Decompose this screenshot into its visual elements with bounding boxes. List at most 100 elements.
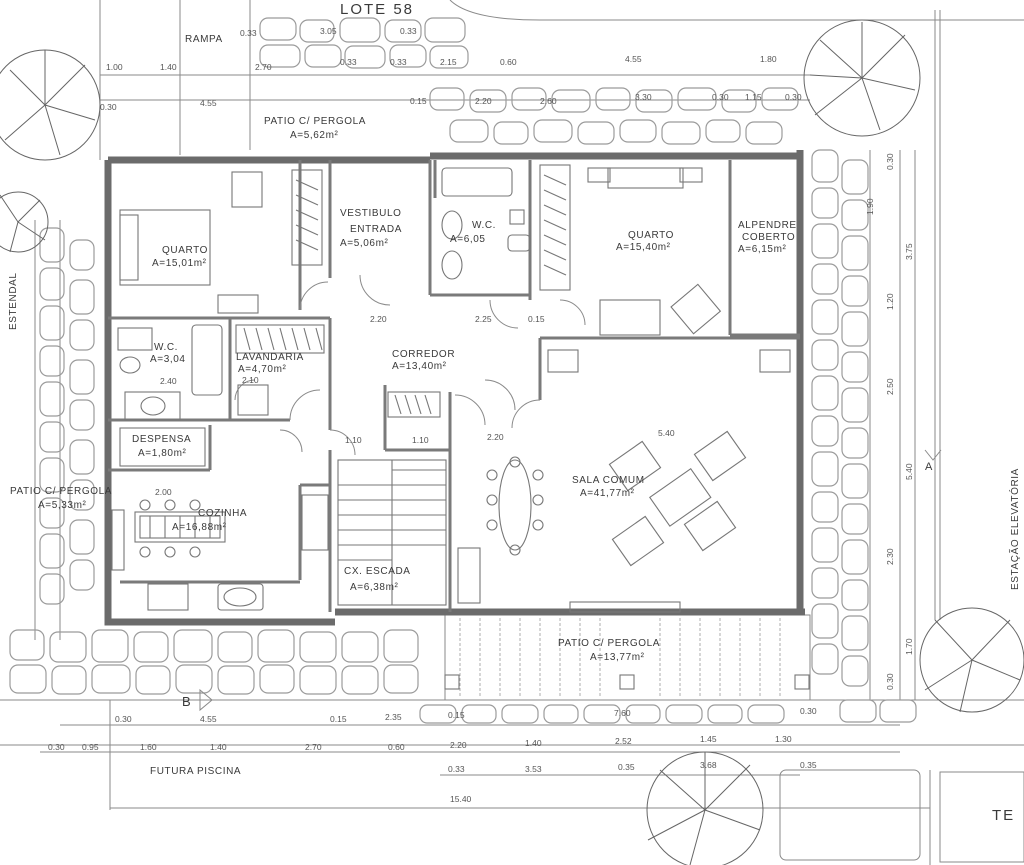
dim-bot2-3: 1.60 bbox=[140, 742, 157, 752]
furniture bbox=[111, 164, 791, 613]
dim-int-6: 5.40 bbox=[658, 428, 675, 438]
room-wc-2-area: A=3,04 bbox=[150, 354, 186, 365]
lot-label: LOTE 58 bbox=[340, 1, 414, 18]
room-corredor-area: A=13,40m² bbox=[392, 361, 447, 372]
tree-icon-topleft bbox=[0, 49, 101, 161]
dim-bot2-1: 0.30 bbox=[48, 742, 65, 752]
dim-int-9: 1.10 bbox=[412, 435, 429, 445]
dim-topsmall-2: 3.05 bbox=[320, 26, 337, 36]
dimension-lines bbox=[34, 74, 930, 809]
tree-icon-bottom bbox=[646, 751, 764, 865]
dim-right-1: 0.30 bbox=[885, 153, 895, 170]
dim-overall: 15.40 bbox=[450, 794, 472, 804]
room-sala-area: A=41,77m² bbox=[580, 488, 635, 499]
dim-top2-3: 0.15 bbox=[410, 96, 427, 106]
dim-top-9: 1.80 bbox=[760, 54, 777, 64]
dim-bot3-5: 0.35 bbox=[800, 760, 817, 770]
rampa-label: RAMPA bbox=[185, 34, 223, 45]
room-vestibulo-area: A=5,06m² bbox=[340, 238, 389, 249]
dim-int-1: 2.20 bbox=[370, 314, 387, 324]
dim-bot2-9: 2.52 bbox=[615, 736, 632, 746]
dim-right-6: 5.40 bbox=[904, 463, 914, 480]
patio-left-area: A=5,33m² bbox=[38, 500, 87, 511]
room-quarto-1-name: QUARTO bbox=[162, 245, 208, 256]
dim-top2-4: 2.20 bbox=[475, 96, 492, 106]
room-escada-name: CX. ESCADA bbox=[344, 566, 411, 577]
estendal-label: ESTENDAL bbox=[8, 272, 19, 330]
dim-right-3: 1.20 bbox=[885, 293, 895, 310]
room-sala-name: SALA COMUM bbox=[572, 475, 645, 486]
dim-top-8: 4.55 bbox=[625, 54, 642, 64]
tree-icon-bottomright bbox=[919, 607, 1024, 713]
dim-int-7: 2.20 bbox=[487, 432, 504, 442]
dim-bot2-5: 2.70 bbox=[305, 742, 322, 752]
dim-top2-9: 0.30 bbox=[785, 92, 802, 102]
futura-piscina-label: FUTURA PISCINA bbox=[150, 766, 241, 777]
dim-right-8: 0.30 bbox=[885, 673, 895, 690]
room-quarto-1-area: A=15,01m² bbox=[152, 258, 207, 269]
dim-int-3: 0.15 bbox=[528, 314, 545, 324]
patio-bottom-name: PATIO C/ PERGOLA bbox=[558, 638, 660, 649]
room-wc-2-name: W.C. bbox=[154, 342, 178, 353]
dim-bot-1: 0.30 bbox=[115, 714, 132, 724]
dim-top-2: 1.40 bbox=[160, 62, 177, 72]
patio-bottom-area: A=13,77m² bbox=[590, 652, 645, 663]
dim-top-4: 0.33 bbox=[340, 57, 357, 67]
dim-bot2-2: 0.95 bbox=[82, 742, 99, 752]
dim-top2-1: 0.30 bbox=[100, 102, 117, 112]
dim-bot-5: 0.15 bbox=[448, 710, 465, 720]
room-escada-area: A=6,38m² bbox=[350, 582, 399, 593]
patio-left-name: PATIO C/ PERGOLA bbox=[10, 486, 112, 497]
dim-top-1: 1.00 bbox=[106, 62, 123, 72]
dim-bot-3: 0.15 bbox=[330, 714, 347, 724]
dim-bot2-7: 2.20 bbox=[450, 740, 467, 750]
dim-bot-4: 2.35 bbox=[385, 712, 402, 722]
dim-bot2-8: 1.40 bbox=[525, 738, 542, 748]
dim-topsmall-1: 0.33 bbox=[240, 28, 257, 38]
dim-right-9: 1.90 bbox=[865, 198, 875, 215]
dim-right-5: 2.30 bbox=[885, 548, 895, 565]
dim-bot3-1: 0.33 bbox=[448, 764, 465, 774]
svg-text:B: B bbox=[182, 694, 191, 709]
dim-top2-7: 0.30 bbox=[712, 92, 729, 102]
dim-bot2-4: 1.40 bbox=[210, 742, 227, 752]
walls bbox=[104, 150, 805, 626]
dim-top2-2: 4.55 bbox=[200, 98, 217, 108]
dim-top2-6: 3.30 bbox=[635, 92, 652, 102]
svg-text:A: A bbox=[925, 461, 933, 473]
dim-top2-5: 2.60 bbox=[540, 96, 557, 106]
room-quarto-2-name: QUARTO bbox=[628, 230, 674, 241]
dim-top-7: 0.60 bbox=[500, 57, 517, 67]
room-quarto-2-area: A=15,40m² bbox=[616, 242, 671, 253]
dim-topsmall-3: 0.33 bbox=[400, 26, 417, 36]
room-alpendre-name2: COBERTO bbox=[742, 232, 795, 243]
room-despensa-name: DESPENSA bbox=[132, 434, 191, 445]
room-wc-1-name: W.C. bbox=[472, 220, 496, 231]
room-vestibulo-name: VESTIBULO bbox=[340, 208, 402, 219]
tree-icon-topright bbox=[803, 19, 921, 137]
dim-bot3-2: 3.53 bbox=[525, 764, 542, 774]
dim-top-3: 2.70 bbox=[255, 62, 272, 72]
patio-top-area: A=5,62m² bbox=[290, 130, 339, 141]
room-wc-1-area: A=6,05 bbox=[450, 234, 486, 245]
stone-paving bbox=[9, 17, 917, 724]
patio-top-name: PATIO C/ PERGOLA bbox=[264, 116, 366, 127]
dim-bot2-6: 0.60 bbox=[388, 742, 405, 752]
dim-right-2: 3.75 bbox=[904, 243, 914, 260]
dim-int-2: 2.25 bbox=[475, 314, 492, 324]
dim-top2-8: 1.15 bbox=[745, 92, 762, 102]
dim-top-5: 0.33 bbox=[390, 57, 407, 67]
dim-int-8: 1.10 bbox=[345, 435, 362, 445]
room-alpendre-area: A=6,15m² bbox=[738, 244, 787, 255]
room-cozinha-area: A=16,88m² bbox=[172, 522, 227, 533]
dim-int-5: 2.10 bbox=[242, 375, 259, 385]
dim-bot-6: 7.60 bbox=[614, 708, 631, 718]
room-alpendre-name: ALPENDRE bbox=[738, 220, 797, 231]
dim-bot3-4: 3.68 bbox=[700, 760, 717, 770]
dim-int-10: 2.00 bbox=[155, 487, 172, 497]
estacao-label: ESTAÇÃO ELEVATÓRIA bbox=[1008, 468, 1021, 590]
room-vestibulo-name2: ENTRADA bbox=[350, 224, 402, 235]
room-corredor-name: CORREDOR bbox=[392, 349, 455, 360]
section-marker-a: A bbox=[924, 449, 942, 473]
room-labels: LOTE 58 QUARTO A=15,01m² VESTIBULO ENTRA… bbox=[8, 1, 1021, 824]
